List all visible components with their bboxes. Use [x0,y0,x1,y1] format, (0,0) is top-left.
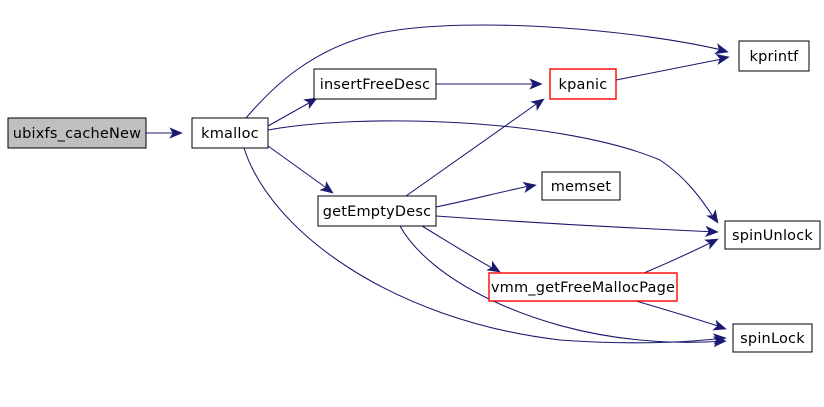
arrowhead-getEmptyDesc-vmm [486,260,501,273]
arrowhead-vmm-spinUnlock [704,238,719,250]
node-vmm_getFreeMallocPage[interactable]: vmm_getFreeMallocPage [488,272,678,302]
node-label-spinUnlock: spinUnlock [732,228,813,244]
arrowhead-kmalloc-getEmptyDesc [319,180,334,194]
node-label-kprintf: kprintf [750,49,800,65]
node-label-spinLock: spinLock [740,331,805,347]
arrowhead-getEmptyDesc-spinLock [712,336,727,348]
arrowhead-kmalloc-insertFreeDesc [303,97,318,110]
arrowhead-kmalloc-spinUnlock [706,209,719,224]
arrowhead-getEmptyDesc-spinUnlock [704,225,719,237]
node-spinUnlock[interactable]: spinUnlock [724,220,821,250]
edge-getEmptyDesc-to-spinLock [399,225,725,343]
edge-kmalloc-to-spinUnlock [267,120,717,222]
edge-getEmptyDesc-to-kpanic [405,99,543,197]
node-box-kmalloc[interactable] [191,117,269,149]
node-box-getEmptyDesc[interactable] [317,195,437,227]
arrowhead-kpanic-kprintf [715,53,730,65]
node-kmalloc[interactable]: kmalloc [191,117,269,149]
edge-kmalloc-to-spinLock [243,147,725,344]
arrowhead-kmalloc-kprintf [714,43,729,55]
node-label-insertFreeDesc: insertFreeDesc [320,77,431,93]
node-box-vmm_getFreeMallocPage[interactable] [488,272,678,302]
node-box-spinLock[interactable] [732,323,813,353]
node-label-ubixfs_cacheNew: ubixfs_cacheNew [13,126,141,142]
arrowhead-getEmptyDesc-memset [522,181,537,193]
node-box-kprintf[interactable] [738,40,810,72]
edge-vmm_getFreeMallocPage-to-spinLock [635,300,725,329]
node-box-spinUnlock[interactable] [724,220,821,250]
node-box-ubixfs_cacheNew[interactable] [7,117,147,149]
edge-getEmptyDesc-to-memset [435,184,535,208]
arrowhead-getEmptyDesc-kpanic [530,98,545,111]
node-box-memset[interactable] [541,171,621,201]
node-label-kpanic: kpanic [559,77,608,93]
arrowhead-ubixfs_cacheNew-kmalloc [169,127,183,139]
node-kprintf[interactable]: kprintf [738,40,810,72]
node-getEmptyDesc[interactable]: getEmptyDesc [317,195,437,227]
edge-kmalloc-to-getEmptyDesc [267,145,333,193]
node-kpanic[interactable]: kpanic [549,68,617,100]
edge-getEmptyDesc-to-spinUnlock [435,215,717,233]
node-box-insertFreeDesc[interactable] [313,68,437,100]
node-label-kmalloc: kmalloc [201,126,259,142]
node-insertFreeDesc[interactable]: insertFreeDesc [313,68,437,100]
node-ubixfs_cacheNew[interactable]: ubixfs_cacheNew [7,117,147,149]
edge-kpanic-to-kprintf [615,57,728,81]
node-box-kpanic[interactable] [549,68,617,100]
node-spinLock[interactable]: spinLock [732,323,813,353]
arrowhead-vmm-spinLock [712,319,727,331]
edge-vmm_getFreeMallocPage-to-spinUnlock [643,239,717,274]
node-label-getEmptyDesc: getEmptyDesc [323,204,432,220]
edge-kmalloc-to-kprintf [245,24,727,119]
nodes-layer: ubixfs_cacheNew kmalloc insertFreeDesc kpan… [7,40,821,353]
arrowheads-layer [169,43,730,348]
arrowhead-insertFreeDesc-kpanic [529,78,543,90]
node-label-memset: memset [551,179,612,195]
node-label-vmm_getFreeMallocPage: vmm_getFreeMallocPage [491,280,675,296]
edge-kmalloc-to-insertFreeDesc [267,98,317,127]
node-memset[interactable]: memset [541,171,621,201]
